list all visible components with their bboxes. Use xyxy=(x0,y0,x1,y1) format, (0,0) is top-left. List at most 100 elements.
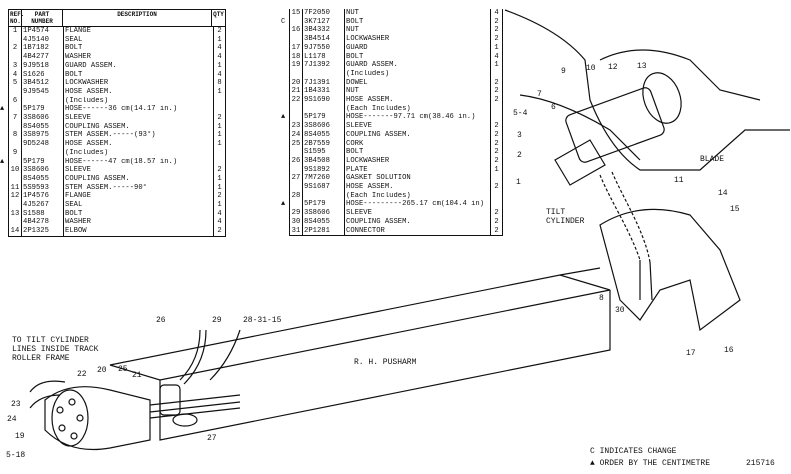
part-number xyxy=(303,191,345,201)
quantity xyxy=(490,174,502,184)
part-number: 9D5248 xyxy=(22,140,64,149)
callout-number: 15 xyxy=(730,205,740,214)
part-number: 1P4576 xyxy=(22,192,64,202)
ref-value: 1 xyxy=(12,27,18,35)
quantity: 4 xyxy=(213,218,225,228)
quantity: 2 xyxy=(490,156,502,166)
description: DOWEL xyxy=(346,78,368,87)
table-row: (Includes) xyxy=(290,69,502,79)
quantity xyxy=(490,69,502,79)
ref-no: 14 xyxy=(9,227,22,236)
part-number: 3S8606 xyxy=(22,114,64,123)
quantity: 2 xyxy=(490,139,502,149)
part-number: 3S8606 xyxy=(22,166,64,175)
ref-no: 30 xyxy=(290,217,303,227)
part-number: 5P179 xyxy=(303,200,345,210)
part-number: 3K7127 xyxy=(303,17,345,27)
quantity: 1 xyxy=(490,61,502,70)
description: BOLT xyxy=(346,17,364,26)
ref-no: 23 xyxy=(290,122,303,131)
description: LOCKWASHER xyxy=(65,79,109,88)
quantity: 1 xyxy=(213,35,225,45)
tilt-cylinder-note: TO TILT CYLINDER LINES INSIDE TRACK ROLL… xyxy=(12,336,99,363)
ref-no xyxy=(9,140,22,149)
quantity: 2 xyxy=(490,26,502,36)
ref-value: 14 xyxy=(10,227,20,236)
quantity: 4 xyxy=(213,70,225,80)
part-number: 9S1687 xyxy=(303,183,345,192)
part-number: 9S1892 xyxy=(303,165,345,175)
part-number: 1P4574 xyxy=(22,27,64,36)
description: SLEEVE xyxy=(65,114,91,123)
description: GUARD ASSEM. xyxy=(65,61,117,70)
quantity: 2 xyxy=(490,35,502,44)
quantity: 2 xyxy=(490,183,502,192)
quantity xyxy=(213,148,225,158)
ref-no: 9 xyxy=(9,148,22,158)
part-number: L1178 xyxy=(303,52,345,62)
ref-no xyxy=(290,148,303,157)
part-number: 5P179 xyxy=(303,113,345,123)
callout-number: 9 xyxy=(561,67,566,76)
quantity: 8 xyxy=(213,79,225,88)
ref-no: ▲ xyxy=(281,113,303,123)
quantity: 1 xyxy=(213,122,225,132)
ref-value: 10 xyxy=(10,166,20,175)
ref-no xyxy=(9,122,22,132)
description: STEM ASSEM.-----90° xyxy=(65,183,147,192)
quantity: 2 xyxy=(213,166,225,175)
description: COUPLING ASSEM. xyxy=(346,217,411,226)
description: NUT xyxy=(346,9,359,17)
quantity: 1 xyxy=(213,61,225,71)
description: HOSE-------97.71 cm(38.46 in.) xyxy=(346,113,476,122)
ref-no: 19 xyxy=(290,61,303,70)
description: PLATE xyxy=(346,165,368,174)
part-number: 8S4055 xyxy=(303,130,345,140)
callout-number: 29 xyxy=(212,316,222,325)
description: SLEEVE xyxy=(346,122,372,131)
callout-number: 12 xyxy=(608,63,618,72)
callout-number: 21 xyxy=(132,371,142,380)
quantity: 2 xyxy=(490,217,502,227)
ref-value: 2 xyxy=(12,44,18,53)
ref-value: 4 xyxy=(12,70,18,79)
quantity: 2 xyxy=(213,114,225,123)
ref-no: 31 xyxy=(290,226,303,236)
ref-no: 27 xyxy=(290,174,303,184)
quantity: 1 xyxy=(213,201,225,210)
header-part: PART NUMBER xyxy=(22,10,63,26)
quantity: 4 xyxy=(213,44,225,54)
ref-no xyxy=(290,104,303,114)
quantity xyxy=(213,157,225,167)
ref-value: 23 xyxy=(291,122,301,131)
part-number: 3B4332 xyxy=(303,26,345,36)
ref-no: 15 xyxy=(290,9,303,18)
ref-value: 9 xyxy=(12,148,18,157)
quantity: 2 xyxy=(490,209,502,218)
quantity: 1 xyxy=(490,165,502,175)
ref-no xyxy=(9,35,22,45)
ref-value: 30 xyxy=(291,217,301,226)
ref-value: 21 xyxy=(291,87,301,96)
ref-no: 7 xyxy=(9,114,22,123)
part-number: S1595 xyxy=(303,148,345,157)
description: GUARD ASSEM. xyxy=(346,61,398,70)
ref-value: 12 xyxy=(10,192,20,201)
part-number: 5P179 xyxy=(22,157,64,167)
